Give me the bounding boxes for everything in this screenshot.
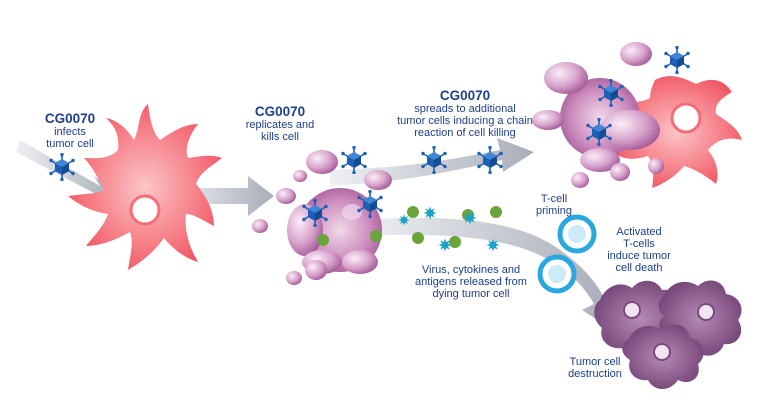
label-replicates: CG0070 replicates and kills cell bbox=[230, 104, 330, 143]
label-infects-title: CG0070 bbox=[44, 111, 96, 126]
label-replicates-line-1: replicates and bbox=[245, 119, 315, 131]
label-release-line-3: dying tumor cell bbox=[432, 288, 510, 300]
label-spreads-line-1: spreads to additional bbox=[414, 103, 516, 115]
label-tcell-priming: T-cell priming bbox=[524, 193, 584, 217]
label-infects-line-1: infects bbox=[54, 126, 86, 138]
label-spreads-line-2: tumor cells inducing a chain bbox=[397, 115, 533, 127]
label-release: Virus, cytokines and antigens released f… bbox=[396, 264, 546, 300]
replicating-cell bbox=[252, 150, 392, 285]
destroyed-tumor-cells bbox=[594, 280, 742, 389]
neighbor-tumor-cells bbox=[532, 42, 742, 188]
label-spreads-title: CG0070 bbox=[439, 88, 491, 103]
label-infects: CG0070 infects tumor cell bbox=[28, 111, 112, 150]
label-spreads-line-3: reaction of cell killing bbox=[414, 127, 516, 139]
label-replicates-line-2: kills cell bbox=[261, 131, 299, 143]
label-release-line-1: Virus, cytokines and bbox=[421, 264, 521, 276]
label-activated-line-1: Activated bbox=[616, 226, 662, 238]
label-infects-line-2: tumor cell bbox=[46, 138, 94, 150]
label-activated-line-3: induce tumor bbox=[607, 250, 671, 262]
label-destruction-line-1: Tumor cell bbox=[569, 356, 621, 368]
label-activated-tcells: Activated T-cells induce tumor cell deat… bbox=[600, 226, 678, 274]
arrow-to-replication bbox=[170, 176, 274, 216]
label-destruction-line-2: destruction bbox=[568, 368, 622, 380]
label-spreads: CG0070 spreads to additional tumor cells… bbox=[375, 88, 555, 139]
label-activated-line-4: cell death bbox=[615, 262, 663, 274]
t-cells bbox=[537, 214, 597, 294]
label-tcell-priming-line-2: priming bbox=[535, 205, 573, 217]
infected-tumor-cell bbox=[68, 104, 222, 270]
label-replicates-title: CG0070 bbox=[254, 104, 306, 119]
label-tcell-priming-line-1: T-cell bbox=[540, 193, 568, 205]
arrow-to-destruction bbox=[360, 217, 616, 328]
label-activated-line-2: T-cells bbox=[623, 238, 655, 250]
label-destruction: Tumor cell destruction bbox=[555, 356, 635, 380]
label-release-line-2: antigens released from bbox=[415, 276, 527, 288]
